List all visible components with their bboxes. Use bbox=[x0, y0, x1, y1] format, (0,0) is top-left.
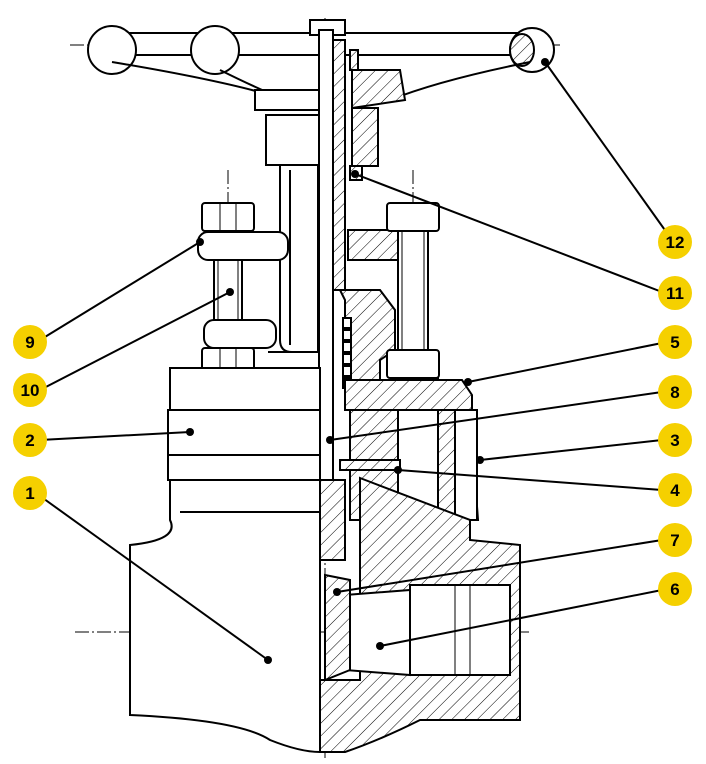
callout-1-badge bbox=[13, 476, 47, 510]
callout-3-badge bbox=[658, 423, 692, 457]
callout-5: 5 bbox=[658, 325, 692, 359]
stem bbox=[318, 29, 352, 521]
callout-8: 8 bbox=[658, 375, 692, 409]
callout-4-label: 4 bbox=[670, 481, 680, 500]
callout-12-badge bbox=[658, 225, 692, 259]
callout-7: 7 bbox=[658, 523, 692, 557]
callout-4: 4 bbox=[658, 473, 692, 507]
callout-7-badge bbox=[658, 523, 692, 557]
callout-11-label: 11 bbox=[666, 284, 684, 303]
yoke bbox=[268, 164, 396, 381]
callout-9: 9 bbox=[13, 325, 47, 359]
callout-6-badge bbox=[658, 572, 692, 606]
callout-6: 6 bbox=[658, 572, 692, 606]
callout-2-badge bbox=[13, 423, 47, 457]
callout-10-badge bbox=[13, 373, 47, 407]
callout-11: 11 bbox=[658, 276, 692, 310]
callout-8-badge bbox=[658, 375, 692, 409]
callout-4-badge bbox=[658, 473, 692, 507]
callout-6-label: 6 bbox=[670, 580, 679, 599]
packing-rings bbox=[342, 317, 352, 389]
valve-body bbox=[129, 476, 521, 754]
callout-1-label: 1 bbox=[25, 484, 34, 503]
leader-dots bbox=[186, 58, 549, 664]
callout-9-badge bbox=[13, 325, 47, 359]
stem-nut bbox=[265, 107, 379, 181]
callout-12: 12 bbox=[658, 225, 692, 259]
bonnet bbox=[167, 367, 480, 521]
callout-1: 1 bbox=[13, 476, 47, 510]
leader-lines bbox=[39, 61, 673, 661]
callout-11-badge bbox=[658, 276, 692, 310]
callout-7-label: 7 bbox=[670, 531, 679, 550]
callout-5-label: 5 bbox=[670, 333, 679, 352]
gland-flange bbox=[347, 229, 399, 261]
callout-10: 10 bbox=[13, 373, 47, 407]
callout-12-label: 12 bbox=[666, 233, 685, 252]
callout-3-label: 3 bbox=[670, 431, 679, 450]
callout-5-badge bbox=[658, 325, 692, 359]
callout-2: 2 bbox=[13, 423, 47, 457]
callout-9-label: 9 bbox=[25, 333, 34, 352]
callout-8-label: 8 bbox=[670, 383, 679, 402]
callout-3: 3 bbox=[658, 423, 692, 457]
callout-2-label: 2 bbox=[25, 431, 34, 450]
left-gland-bolt bbox=[197, 202, 289, 377]
callout-10-label: 10 bbox=[21, 381, 40, 400]
